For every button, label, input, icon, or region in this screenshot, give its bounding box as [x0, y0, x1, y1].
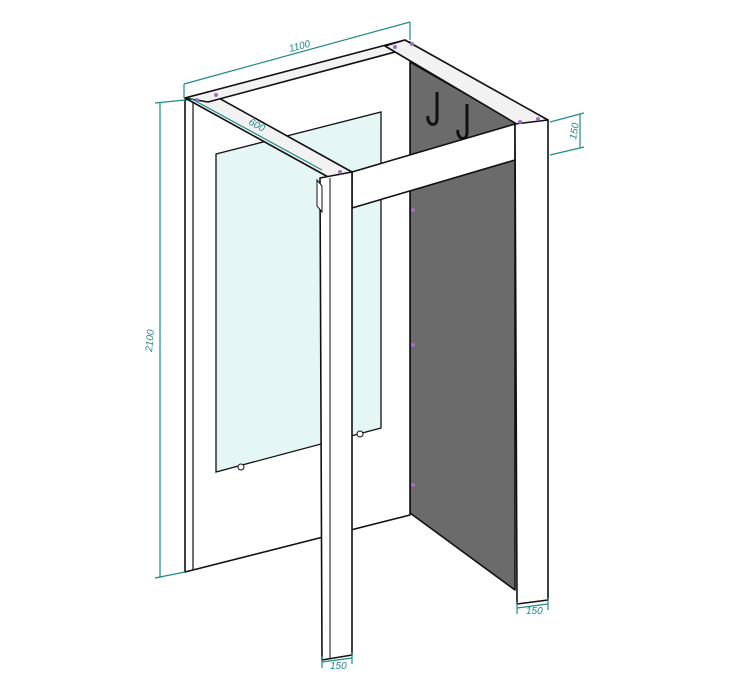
- dimension-right-leg: 150: [516, 598, 549, 617]
- dimension-rail-height: 150: [549, 112, 585, 156]
- dim-front-leg-label: 150: [330, 661, 347, 672]
- dim-width-label: 1100: [288, 39, 312, 55]
- front-leg: [319, 171, 353, 661]
- right-leg: [514, 119, 549, 605]
- hook-icon: [426, 92, 439, 126]
- hook-icon: [456, 104, 469, 140]
- dim-right-leg-label: 150: [526, 606, 543, 617]
- dim-rail-height-label: 150: [568, 122, 582, 141]
- dimension-height: 2100: [144, 99, 186, 579]
- dimension-width: 1100: [183, 21, 411, 98]
- bolt-dots: [195, 42, 540, 487]
- dim-height-label: 2100: [144, 329, 157, 354]
- dimension-front-leg: 150: [321, 652, 353, 672]
- glass-window: [215, 111, 382, 473]
